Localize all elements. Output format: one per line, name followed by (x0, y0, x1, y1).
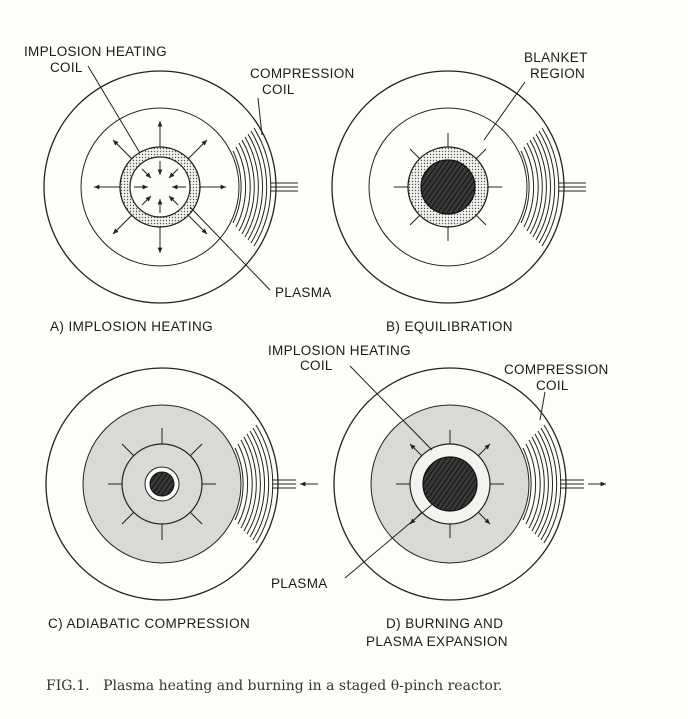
panel-b-plasma (420, 159, 476, 215)
panel-b-blanket-leader (483, 81, 526, 141)
panel-a-compression-leader (257, 97, 263, 136)
panel-d-plasma (422, 456, 478, 512)
panel-d-caption-line2: PLASMA EXPANSION (366, 634, 508, 649)
panel-a-coil-label-line2: COIL (50, 60, 83, 75)
panel-b-compression-coil (520, 127, 586, 247)
panel-a-caption: A) IMPLOSION HEATING (50, 319, 213, 334)
panel-a-compression-coil (232, 127, 298, 247)
panel-c-plasma (149, 471, 175, 497)
panel-d-plasma-leader (344, 501, 436, 579)
panel-a-plasma-label: PLASMA (275, 285, 332, 300)
panel-a-compression-label-line1: COMPRESSION (250, 66, 355, 81)
panel-a: IMPLOSION HEATING COIL COMPRESSION COIL … (24, 44, 355, 334)
panel-d-coil-label-line2: COIL (300, 358, 333, 373)
panel-a-plasma-leader (189, 206, 271, 291)
panel-d: IMPLOSION HEATING COIL COMPRESSION COIL … (268, 343, 609, 649)
panel-c: C) ADIABATIC COMPRESSION (45, 367, 318, 631)
panel-d-coil-label-line1: IMPLOSION HEATING (268, 343, 411, 358)
panel-a-outward-arrows (94, 121, 226, 253)
panel-a-coil-leader (87, 65, 141, 154)
panel-a-first-wall (80, 107, 240, 267)
panel-d-compression-coil (522, 424, 606, 544)
figure-caption: FIG.1. Plasma heating and burning in a s… (46, 678, 502, 694)
panel-b-blanket-label-line1: BLANKET (524, 50, 588, 65)
panel-a-inward-arrows (134, 161, 186, 213)
panel-d-compression-leader (539, 391, 546, 421)
panel-d-compression-label-line2: COIL (536, 378, 569, 393)
panel-b-first-wall (368, 107, 528, 267)
panel-c-compression-coil (234, 424, 318, 544)
panel-c-caption: C) ADIABATIC COMPRESSION (48, 616, 250, 631)
panel-d-coil-leader (349, 365, 433, 451)
panel-a-coil-label-line1: IMPLOSION HEATING (24, 44, 167, 59)
panel-b-blanket-label-line2: REGION (530, 66, 585, 81)
panel-b-coil-spokes (394, 133, 502, 241)
panel-d-plasma-label: PLASMA (271, 576, 328, 591)
panel-b: BLANKET REGION B) EQUILIBRATION (331, 50, 588, 334)
panel-c-coil-spokes (108, 428, 216, 540)
panel-a-compression-label-line2: COIL (262, 82, 295, 97)
panel-d-compression-label-line1: COMPRESSION (504, 362, 609, 377)
panel-d-caption-line1: D) BURNING AND (386, 616, 503, 631)
panel-b-caption: B) EQUILIBRATION (386, 319, 513, 334)
